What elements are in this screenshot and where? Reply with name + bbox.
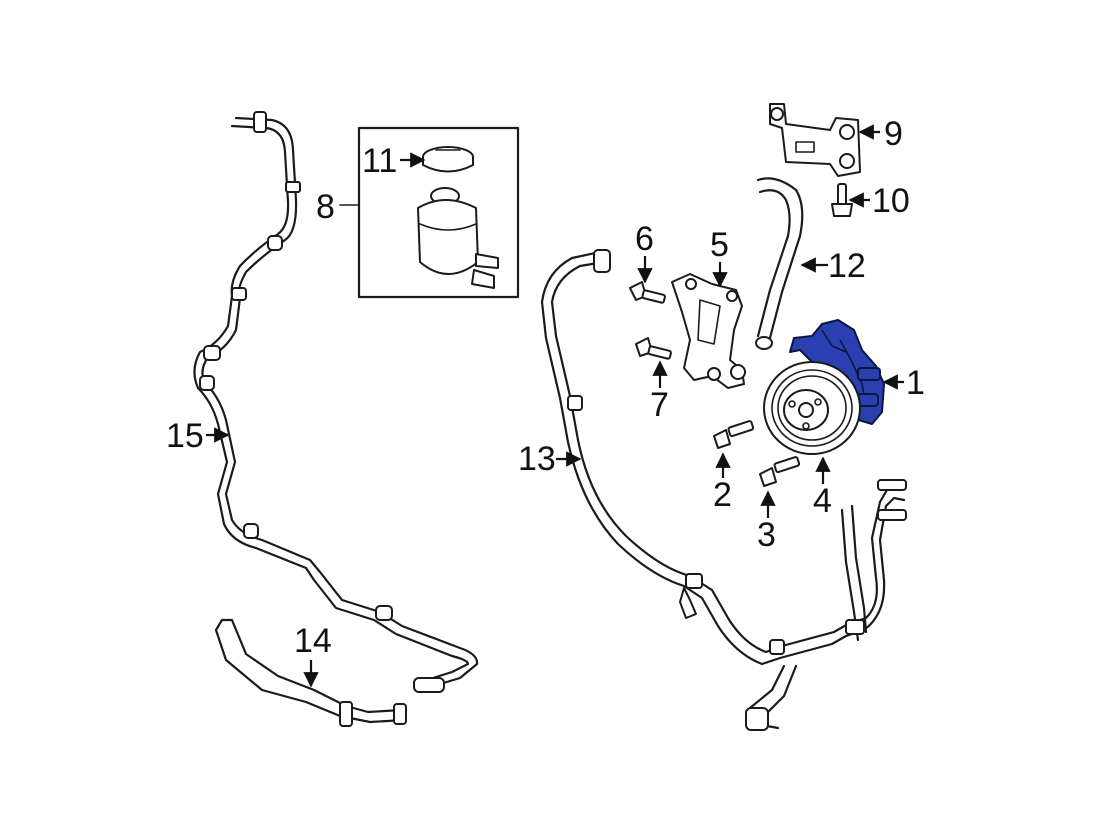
bracket-9[interactable]	[769, 103, 861, 177]
bolt-7[interactable]	[635, 337, 672, 360]
reservoir-cap-11[interactable]	[422, 146, 474, 173]
pulley-4[interactable]	[763, 361, 861, 455]
callout-9: 9	[884, 115, 903, 153]
hose-12[interactable]	[755, 177, 804, 350]
pressure-hose-13[interactable]	[540, 249, 907, 731]
reservoir-callout-box	[357, 126, 520, 299]
callout-6: 6	[635, 220, 654, 258]
reservoir-tank[interactable]	[417, 187, 499, 289]
cooler-tube-14[interactable]	[214, 618, 407, 727]
callout-1: 1	[906, 364, 925, 402]
callout-12: 12	[828, 247, 866, 285]
bolt-10[interactable]	[831, 183, 853, 217]
callout-7: 7	[650, 386, 669, 424]
bolt-2[interactable]	[713, 420, 755, 449]
callout-15: 15	[166, 417, 204, 455]
callout-labels: 1 2 3 4 5 6 7 8 9 10 11 12 13 14 15	[166, 115, 925, 660]
callout-5: 5	[710, 226, 729, 264]
callout-13: 13	[518, 440, 556, 478]
leader-arrows	[206, 124, 904, 688]
callout-3: 3	[757, 516, 776, 554]
reservoir-group-8[interactable]	[339, 126, 520, 299]
callout-11: 11	[362, 142, 397, 180]
callout-10: 10	[872, 182, 910, 220]
callout-4: 4	[813, 482, 832, 520]
callout-8: 8	[316, 188, 335, 226]
pump-bracket-5[interactable]	[671, 273, 746, 389]
return-line-15[interactable]	[193, 111, 479, 693]
bolt-3[interactable]	[759, 456, 801, 487]
callout-2: 2	[713, 476, 732, 514]
callout-14: 14	[294, 622, 332, 660]
bolt-6[interactable]	[629, 281, 666, 304]
